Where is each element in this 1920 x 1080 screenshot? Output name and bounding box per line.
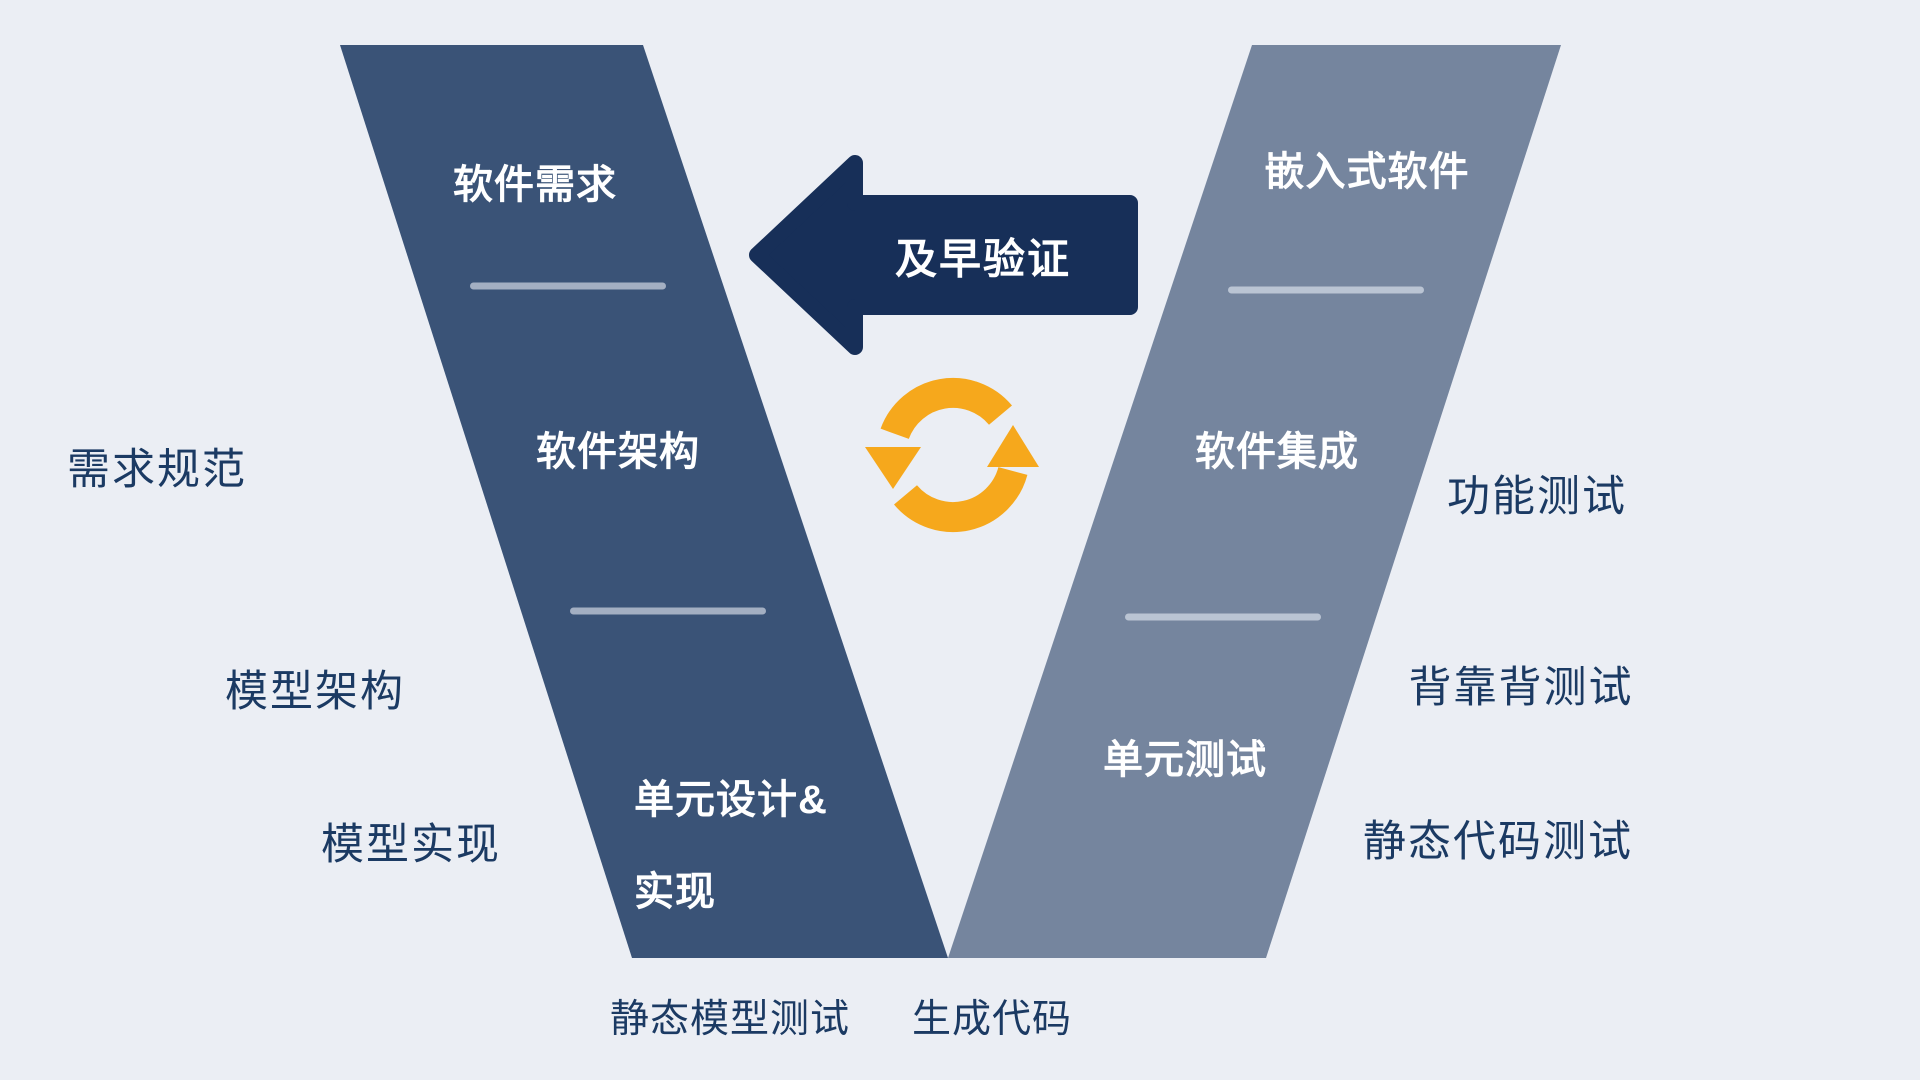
left-bar-divider-2 bbox=[570, 607, 766, 615]
bottom-label-static-model-testing: 静态模型测试 bbox=[609, 998, 851, 1041]
left-bar-divider-1 bbox=[470, 282, 666, 290]
left-label-model-implementation: 模型实现 bbox=[321, 821, 501, 869]
left-label-requirements-specification: 需求规范 bbox=[67, 446, 247, 494]
right-bar-stage-embedded-software: 嵌入式软件 bbox=[1264, 150, 1470, 194]
right-label-back-to-back-testing: 背靠背测试 bbox=[1408, 664, 1634, 712]
left-bar-stage-software-architecture: 软件架构 bbox=[536, 430, 700, 474]
left-bar-stage-unit-design-implementation: 单元设计& 实现 bbox=[634, 731, 828, 961]
unit-design-line2: 实现 bbox=[634, 870, 716, 914]
left-bar-stage-software-requirements: 软件需求 bbox=[453, 163, 617, 207]
right-bar-divider-1 bbox=[1228, 286, 1424, 294]
right-bar-divider-2 bbox=[1125, 613, 1321, 621]
right-label-static-code-testing: 静态代码测试 bbox=[1363, 818, 1633, 866]
left-label-model-architecture: 模型架构 bbox=[225, 668, 405, 716]
unit-design-line1: 单元设计& bbox=[634, 778, 828, 822]
right-bar-stage-software-integration: 软件集成 bbox=[1195, 430, 1359, 474]
right-bar-stage-unit-testing: 单元测试 bbox=[1103, 738, 1267, 782]
right-label-functional-testing: 功能测试 bbox=[1447, 473, 1627, 521]
bottom-label-code-generation: 生成代码 bbox=[911, 998, 1073, 1041]
early-validation-arrow-label: 及早验证 bbox=[894, 235, 1072, 283]
sync-arrows-icon bbox=[865, 377, 1039, 532]
